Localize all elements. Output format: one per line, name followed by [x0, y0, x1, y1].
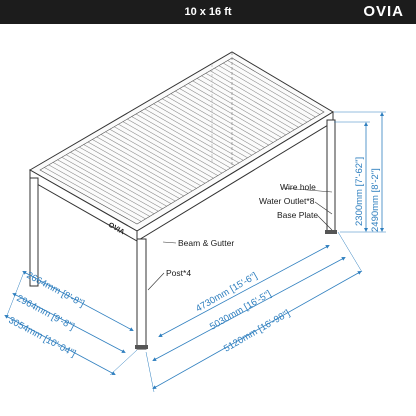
louver-slat: [44, 167, 142, 222]
post-leader: [147, 272, 165, 291]
wire-hole-label: Wire hole: [280, 182, 316, 192]
base-plate-right: [325, 230, 337, 234]
louver-slat: [175, 90, 269, 146]
beam-gutter-label: Beam & Gutter: [178, 238, 234, 248]
louver-slat: [205, 73, 299, 128]
dim-height-total: 2490mm [8'-2"]: [370, 168, 381, 232]
louver-slat: [196, 78, 291, 133]
louver-slat: [140, 111, 235, 166]
louver-slat: [157, 101, 252, 156]
beam-gutter-leader: [162, 241, 177, 244]
louver-slat: [114, 126, 210, 181]
page-title: 10 x 16 ft: [184, 6, 232, 18]
louver-slat: [61, 157, 159, 212]
louver-slat: [188, 83, 282, 138]
louver-slat: [74, 149, 172, 204]
louver-slat: [52, 162, 150, 217]
louver-slat: [214, 67, 308, 123]
base-plate-leader: [317, 215, 333, 231]
louver-slat: [179, 88, 274, 143]
roof-inner-border: [39, 57, 325, 225]
post-right: [326, 119, 336, 233]
louver-slat: [118, 123, 214, 179]
louver-slat: [109, 129, 206, 184]
dim-line-length-outer: [152, 271, 362, 389]
louver-slat: [183, 85, 278, 141]
ext-line-right: [337, 231, 363, 273]
roof-louvers: [44, 60, 320, 222]
louver-slat: [96, 136, 193, 192]
louver-slat: [201, 75, 295, 131]
louver-slat: [48, 164, 146, 220]
wire-hole-leader: [282, 187, 333, 193]
header-bar: [0, 0, 416, 24]
louver-slat: [70, 151, 167, 207]
dim-line-length-inner: [158, 245, 330, 337]
base-plate-label: Base Plate: [277, 210, 318, 220]
louver-slat: [131, 116, 227, 171]
louver-slat: [135, 113, 231, 169]
louver-slat: [57, 159, 155, 215]
louver-slat: [122, 121, 218, 176]
louver-slat: [144, 108, 240, 164]
louver-slat: [83, 144, 180, 199]
louver-slat: [170, 93, 265, 148]
louver-slat: [105, 131, 201, 187]
ext-line-corner-a: [109, 349, 138, 376]
dim-line-width-outer: [4, 315, 116, 375]
louver-slat: [127, 118, 223, 174]
louver-slat: [66, 154, 163, 209]
louver-slat: [192, 80, 286, 136]
louver-slat: [218, 65, 312, 120]
louver-slat: [79, 146, 176, 202]
post-front-corner: [136, 238, 147, 350]
brand-logo: OVIA: [363, 3, 404, 20]
ext-line-corner-b: [145, 351, 155, 393]
louver-slat: [87, 141, 184, 197]
louver-slat: [100, 134, 197, 189]
louver-slat: [162, 98, 257, 153]
water-outlet-label: Water Outlet*8: [259, 196, 315, 206]
base-plate: [135, 345, 148, 349]
dim-height-clear: 2300mm [7'-62"]: [354, 157, 365, 226]
louver-slat: [210, 70, 303, 125]
post-label: Post*4: [166, 268, 191, 278]
louver-slat: [227, 60, 320, 115]
louver-slat: [223, 62, 316, 118]
water-outlet-leader: [314, 201, 333, 215]
louver-slat: [92, 139, 189, 194]
louver-slat: [166, 95, 261, 151]
louver-slat: [148, 106, 244, 161]
